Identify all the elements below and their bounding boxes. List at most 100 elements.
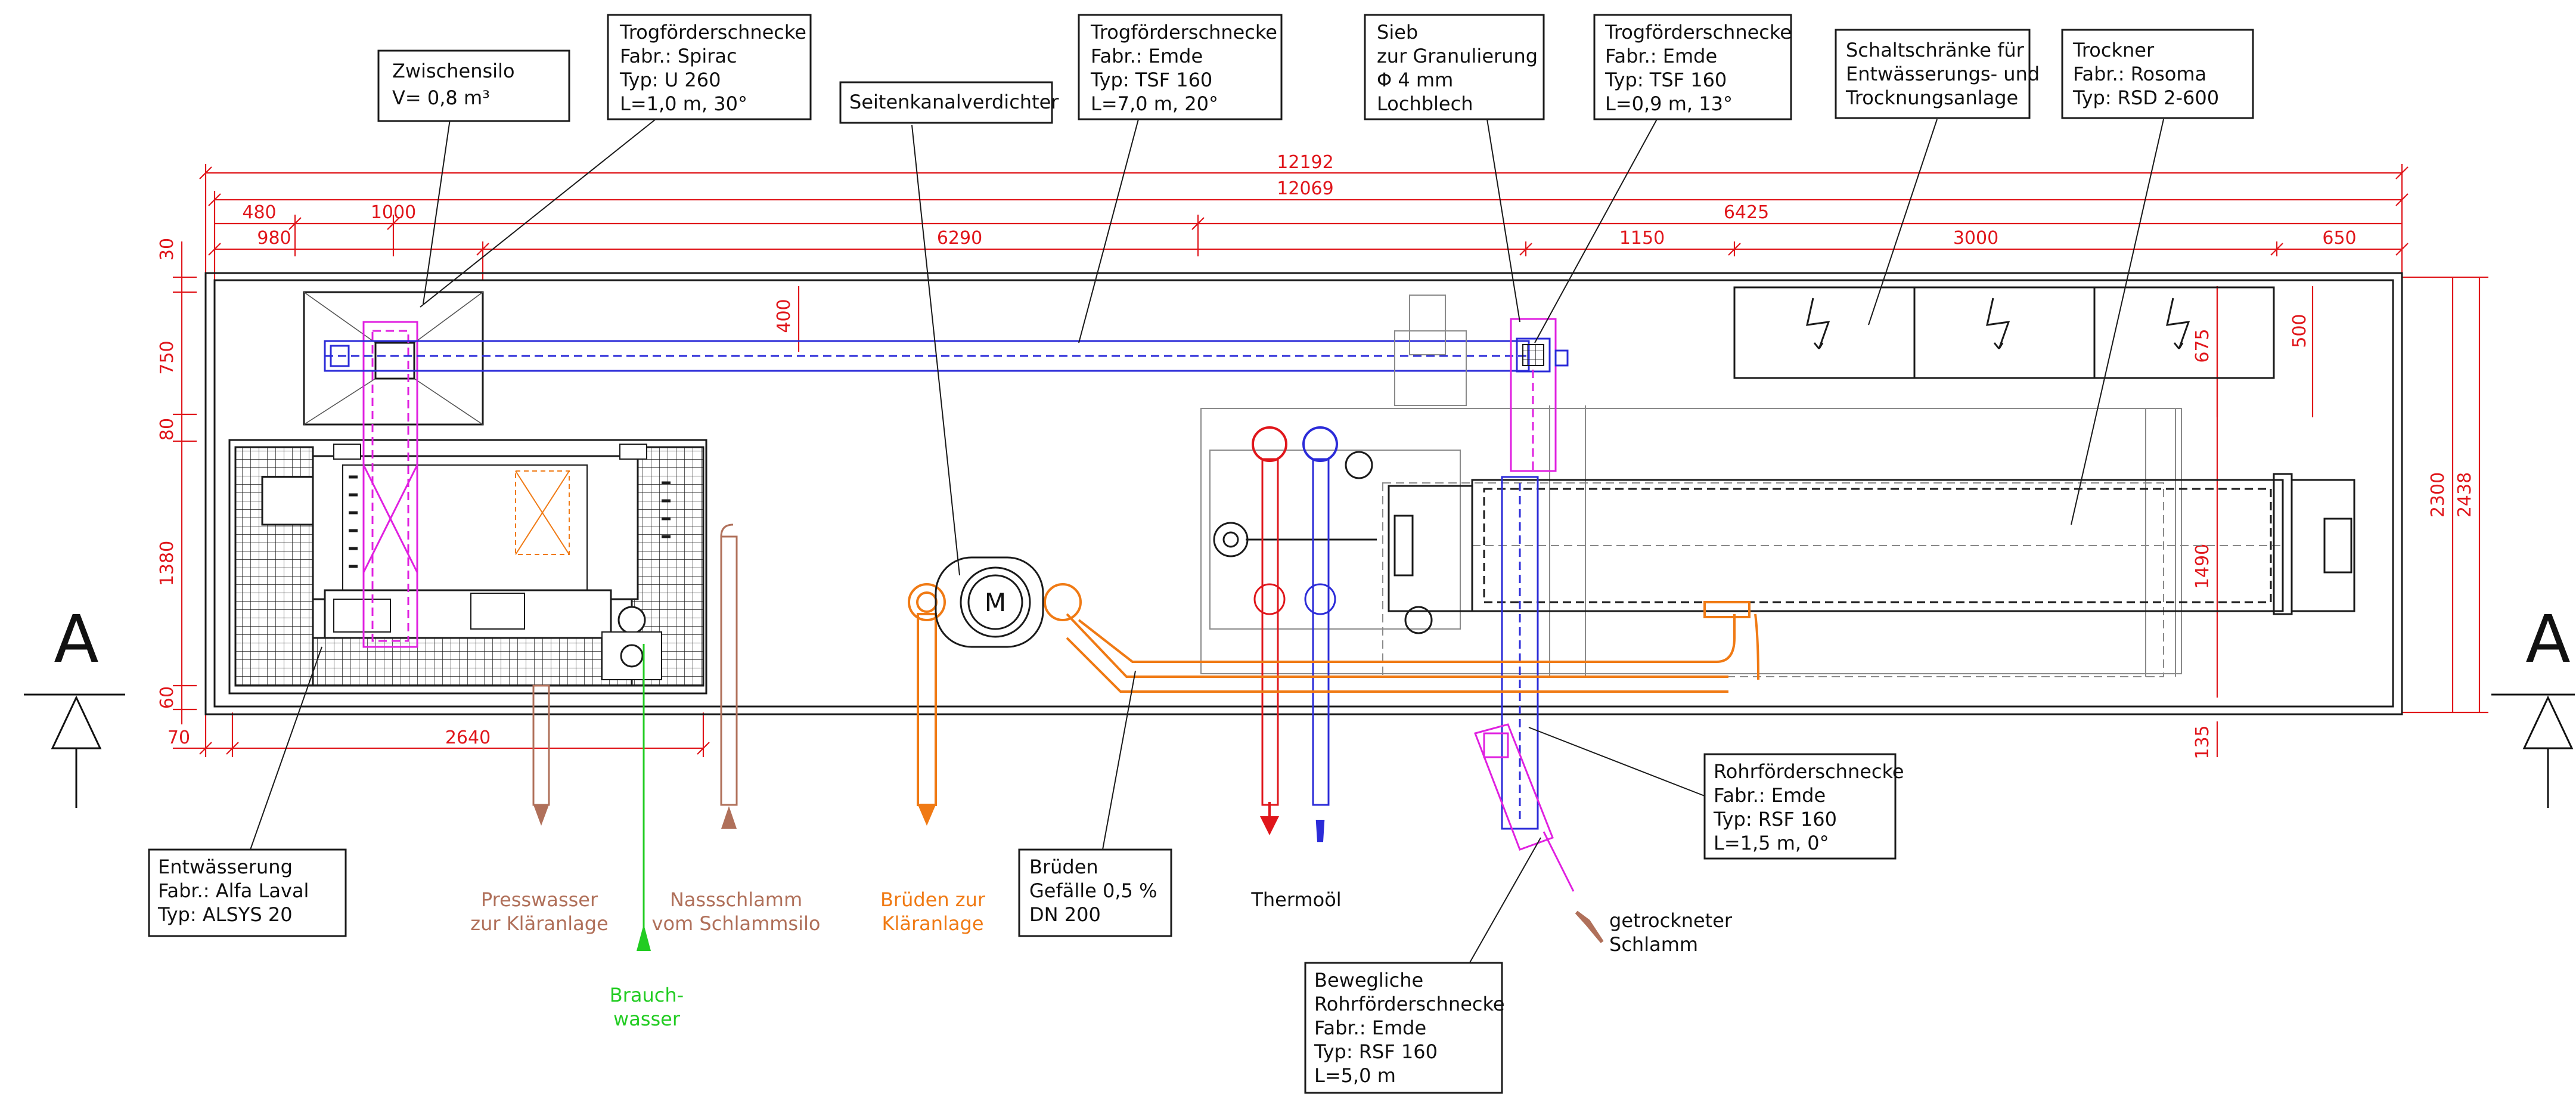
svg-text:Nassschlamm: Nassschlamm — [670, 888, 802, 911]
flow-brueden-klaeranlage: Brüden zur Kläranlage — [880, 888, 986, 935]
svg-text:Typ: RSD 2-600: Typ: RSD 2-600 — [2072, 86, 2219, 109]
svg-text:L=7,0 m, 20°: L=7,0 m, 20° — [1091, 92, 1218, 115]
dim-675: 675 — [2192, 329, 2213, 362]
motor-symbol: M — [985, 588, 1006, 617]
dim-750: 750 — [157, 340, 178, 374]
svg-text:Brüden: Brüden — [1029, 856, 1098, 878]
container-outline — [204, 272, 2403, 715]
dim-2640: 2640 — [445, 727, 491, 748]
svg-text:Φ 4 mm: Φ 4 mm — [1377, 69, 1453, 91]
svg-text:zur Granulierung: zur Granulierung — [1377, 45, 1538, 67]
dim-12192: 12192 — [1277, 152, 1333, 173]
dim-650: 650 — [2322, 228, 2356, 249]
svg-text:Lochblech: Lochblech — [1377, 92, 1473, 115]
svg-text:L=0,9 m, 13°: L=0,9 m, 13° — [1605, 92, 1733, 115]
svg-text:Trockner: Trockner — [2072, 39, 2155, 61]
section-marker-right: A — [2491, 601, 2575, 808]
svg-text:Brauch-: Brauch- — [610, 984, 684, 1006]
process-water-pipes — [532, 523, 738, 951]
flow-presswasser: Presswasser zur Kläranlage — [470, 888, 608, 935]
sieve-and-short-conveyor — [1510, 318, 1569, 472]
flow-thermooel: Thermoöl — [1250, 888, 1341, 911]
dim-70: 70 — [167, 727, 190, 748]
svg-text:Kläranlage: Kläranlage — [882, 912, 983, 935]
thermooel-pipes — [1252, 426, 1338, 842]
callout-zwischensilo: Zwischensilo V= 0,8 m³ — [377, 49, 570, 122]
trog-conveyor-spirac — [362, 321, 418, 648]
svg-text:Schlamm: Schlamm — [1609, 933, 1698, 956]
svg-text:vom Schlammsilo: vom Schlammsilo — [652, 912, 821, 935]
dim-2300: 2300 — [2428, 472, 2448, 518]
callout-brueden: Brüden Gefälle 0,5 % DN 200 — [1018, 848, 1172, 937]
dim-1150: 1150 — [1619, 228, 1665, 249]
brueden-duct — [908, 583, 1759, 826]
section-label-left: A — [54, 601, 98, 677]
dim-1490: 1490 — [2192, 544, 2213, 589]
svg-text:Trogförderschnecke: Trogförderschnecke — [619, 21, 806, 44]
dim-500: 500 — [2289, 314, 2310, 348]
svg-text:zur Kläranlage: zur Kläranlage — [470, 912, 608, 935]
flow-getrockneter-schlamm: getrockneter Schlamm — [1609, 909, 1733, 956]
trog-conveyor-tsf-7m — [324, 340, 1530, 372]
svg-text:Entwässerung: Entwässerung — [158, 856, 293, 878]
dim-135: 135 — [2192, 725, 2213, 759]
dim-3000: 3000 — [1953, 228, 1998, 249]
svg-text:Zwischensilo: Zwischensilo — [392, 60, 515, 82]
dim-1380: 1380 — [157, 541, 178, 586]
svg-text:Entwässerungs- und: Entwässerungs- und — [1846, 63, 2040, 85]
dim-6290: 6290 — [937, 228, 982, 249]
flow-brauchwasser: Brauch- wasser — [610, 984, 684, 1030]
svg-text:Fabr.: Alfa Laval: Fabr.: Alfa Laval — [158, 879, 309, 902]
svg-text:Fabr.: Emde: Fabr.: Emde — [1314, 1017, 1426, 1039]
lightning-icon-3 — [2166, 298, 2190, 349]
svg-text:Thermoöl: Thermoöl — [1250, 888, 1341, 911]
svg-text:Trocknungsanlage: Trocknungsanlage — [1845, 86, 2018, 109]
callout-trog-tsf-09m: Trogförderschnecke Fabr.: Emde Typ: TSF … — [1593, 14, 1792, 120]
dewatering-unit — [228, 439, 707, 695]
svg-text:L=5,0 m: L=5,0 m — [1314, 1064, 1396, 1087]
switch-cabinets — [1733, 286, 2275, 379]
svg-text:DN 200: DN 200 — [1029, 903, 1101, 926]
svg-text:Brüden zur: Brüden zur — [880, 888, 986, 911]
section-label-right: A — [2525, 601, 2570, 677]
svg-text:Typ: RSF 160: Typ: RSF 160 — [1713, 808, 1837, 831]
svg-text:L=1,5 m, 0°: L=1,5 m, 0° — [1714, 832, 1829, 854]
svg-text:Sieb: Sieb — [1377, 21, 1418, 44]
svg-text:Fabr.: Spirac: Fabr.: Spirac — [620, 45, 737, 67]
dim-6425: 6425 — [1724, 202, 1769, 223]
svg-text:Rohrförderschnecke: Rohrförderschnecke — [1314, 993, 1505, 1015]
svg-text:Trogförderschnecke: Trogförderschnecke — [1090, 21, 1277, 44]
svg-text:Typ: TSF 160: Typ: TSF 160 — [1604, 69, 1727, 91]
dim-1000: 1000 — [371, 202, 416, 223]
rohrfoerderschnecke-rsf160 — [1501, 476, 1539, 830]
lightning-icon-1 — [1806, 298, 1830, 349]
svg-text:Bewegliche: Bewegliche — [1314, 969, 1423, 991]
svg-text:Typ: TSF 160: Typ: TSF 160 — [1090, 69, 1212, 91]
dryer-drum — [1213, 451, 2355, 634]
svg-text:Presswasser: Presswasser — [481, 888, 598, 911]
svg-text:V= 0,8 m³: V= 0,8 m³ — [392, 86, 490, 109]
callout-entwaesserung: Entwässerung Fabr.: Alfa Laval Typ: ALSY… — [148, 848, 347, 937]
dim-12069: 12069 — [1277, 178, 1333, 199]
svg-text:Fabr.: Emde: Fabr.: Emde — [1714, 784, 1826, 807]
svg-text:getrockneter: getrockneter — [1609, 909, 1733, 932]
support-frame — [1200, 295, 2182, 677]
callout-trog-spirac: Trogförderschnecke Fabr.: Spirac Typ: U … — [607, 14, 812, 120]
svg-text:Typ: RSF 160: Typ: RSF 160 — [1314, 1040, 1438, 1063]
callout-trockner: Trockner Fabr.: Rosoma Typ: RSD 2-600 — [2061, 29, 2254, 119]
callout-seitenkanal: Seitenkanalverdichter — [839, 81, 1059, 124]
callout-rohr-rsf-15m: Rohrförderschnecke Fabr.: Emde Typ: RSF … — [1703, 753, 1904, 860]
svg-text:Fabr.: Emde: Fabr.: Emde — [1091, 45, 1203, 67]
dim-400: 400 — [774, 299, 794, 333]
dimension-lines — [173, 164, 2488, 757]
svg-text:Fabr.: Emde: Fabr.: Emde — [1605, 45, 1717, 67]
section-marker-left: A — [24, 601, 125, 808]
dim-480: 480 — [242, 202, 276, 223]
dim-30: 30 — [157, 238, 178, 261]
dimension-values: 12192 12069 480 1000 6425 980 6290 1150 … — [157, 152, 2475, 760]
dim-980: 980 — [257, 228, 291, 249]
callout-bewegliche: Bewegliche Rohrförderschnecke Fabr.: Emd… — [1304, 962, 1505, 1094]
leader-lines — [250, 119, 2164, 969]
dim-60: 60 — [157, 686, 178, 709]
svg-text:Schaltschränke für: Schaltschränke für — [1846, 39, 2025, 61]
